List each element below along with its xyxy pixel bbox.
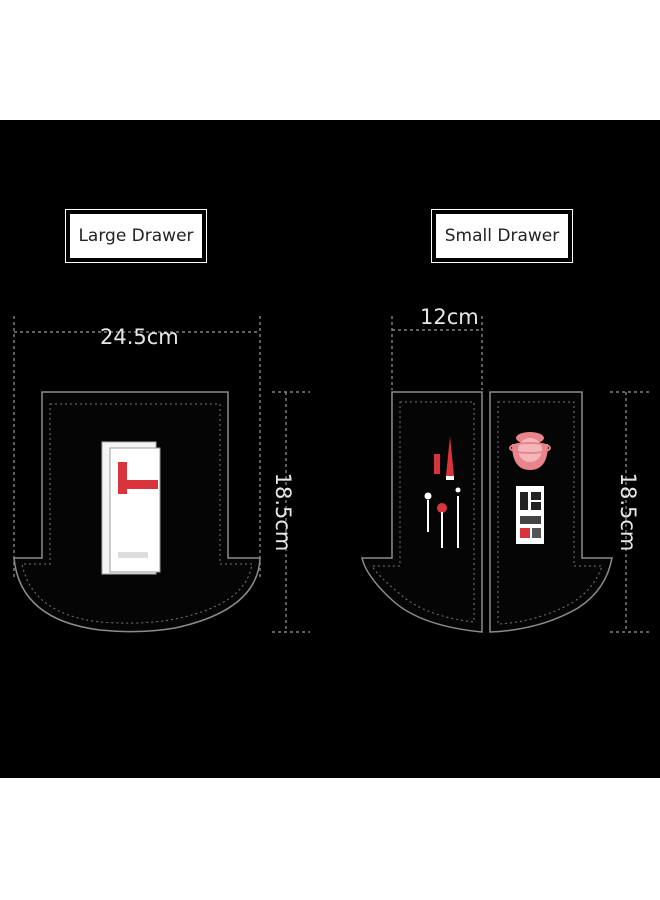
small-drawer-label: Small Drawer xyxy=(431,209,573,263)
small-height-dimension-line xyxy=(610,391,650,633)
large-height-label: 18.5cm xyxy=(271,472,295,552)
compact-palette-icon xyxy=(509,432,551,544)
small-width-label: 12cm xyxy=(420,305,479,329)
large-drawer-label: Large Drawer xyxy=(65,209,207,263)
small-drawer-left-outline xyxy=(361,391,483,633)
small-height-label: 18.5cm xyxy=(616,472,640,552)
makeup-brushes-icon xyxy=(424,436,461,548)
phone-icon xyxy=(101,441,161,575)
drawer-drawing xyxy=(13,316,650,633)
small-drawer-right-outline xyxy=(489,391,613,633)
large-height-dimension-line xyxy=(272,391,310,633)
diagram-panel: Large Drawer Small Drawer 24.5cm 12cm 18… xyxy=(0,120,660,778)
large-width-label: 24.5cm xyxy=(100,325,179,349)
large-width-dimension-line xyxy=(13,316,261,578)
small-width-dimension-line xyxy=(391,316,483,390)
